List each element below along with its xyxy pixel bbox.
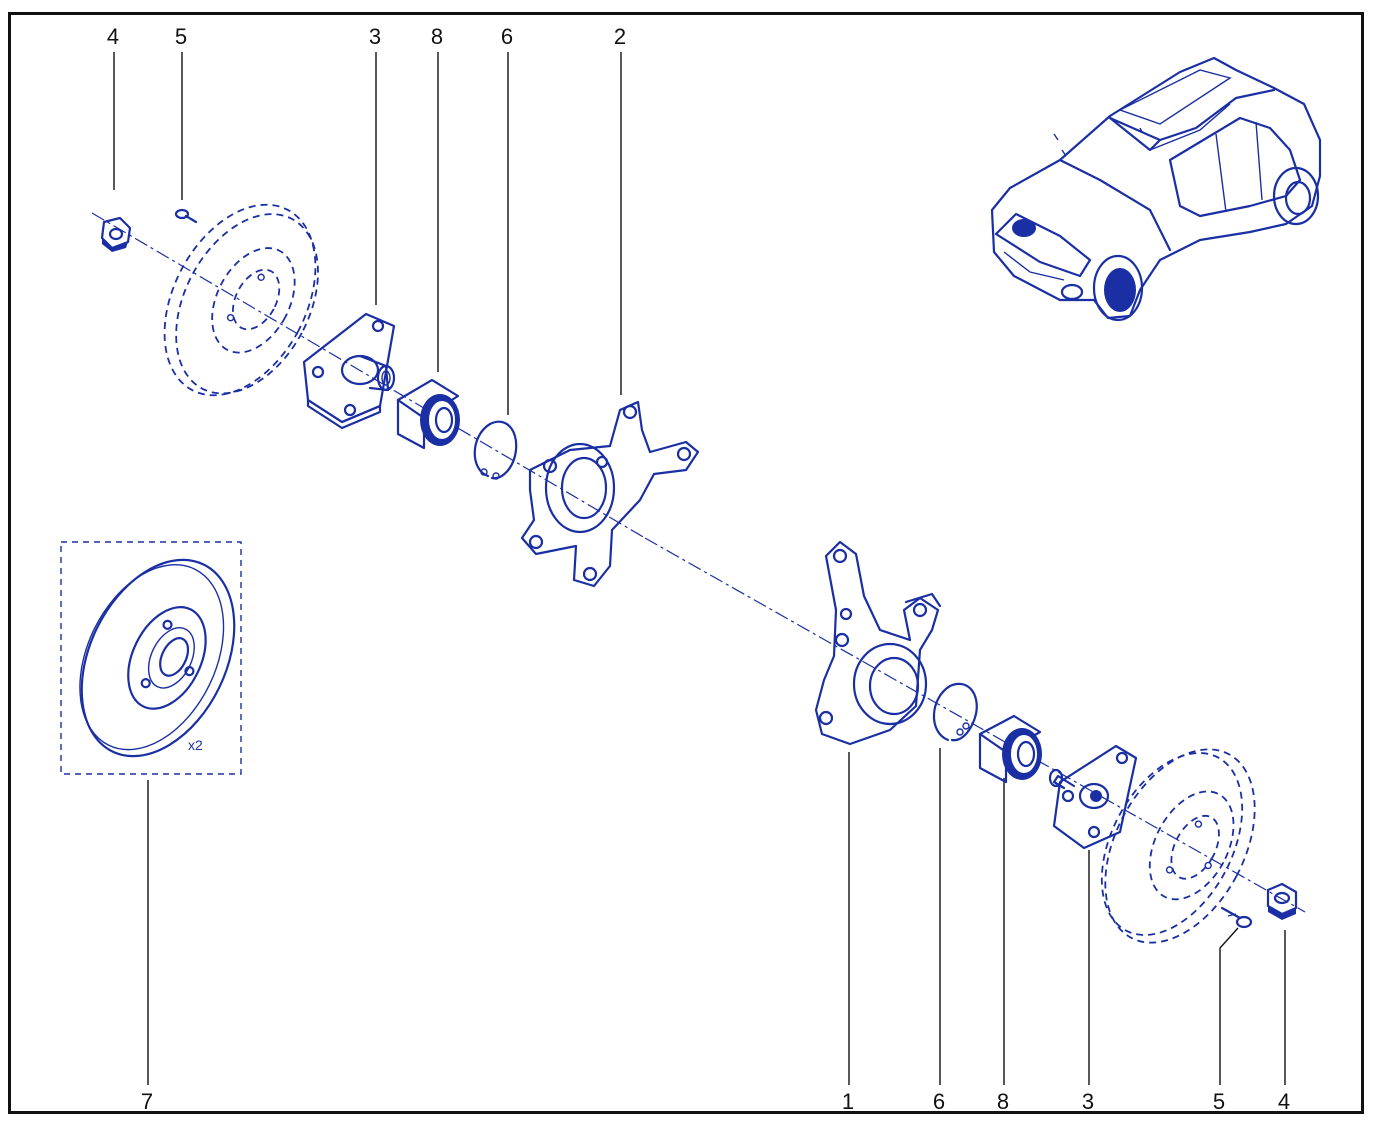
wheel-hub-icon bbox=[1048, 744, 1138, 850]
callout-top-2: 2 bbox=[614, 24, 626, 395]
callout-top-4: 4 bbox=[107, 24, 119, 190]
brake-disc-kit: x2 bbox=[60, 541, 242, 775]
callout-bottom-6: 6 bbox=[933, 748, 945, 1114]
svg-text:5: 5 bbox=[1213, 1089, 1225, 1114]
wheel-bearing-icon bbox=[396, 378, 460, 450]
svg-text:7: 7 bbox=[141, 1089, 153, 1114]
diagram-frame bbox=[8, 12, 1364, 1114]
callout-bottom-3: 3 bbox=[1082, 850, 1094, 1114]
disc-screw-icon bbox=[174, 208, 198, 224]
wheel-hub-icon bbox=[302, 312, 396, 430]
vehicle-illustration-icon bbox=[990, 56, 1322, 322]
hub-nut-icon bbox=[100, 216, 132, 252]
circlip-icon bbox=[473, 420, 518, 480]
svg-text:8: 8 bbox=[997, 1089, 1009, 1114]
brake-disc-icon bbox=[1100, 748, 1256, 944]
svg-text:1: 1 bbox=[842, 1089, 854, 1114]
kit-quantity-label: x2 bbox=[188, 737, 203, 753]
svg-text:4: 4 bbox=[107, 24, 119, 49]
svg-text:3: 3 bbox=[369, 24, 381, 49]
svg-text:6: 6 bbox=[501, 24, 513, 49]
callout-top-8: 8 bbox=[431, 24, 443, 372]
callout-bottom-4: 4 bbox=[1278, 930, 1290, 1114]
brake-disc-icon bbox=[163, 203, 319, 397]
callout-top-3: 3 bbox=[369, 24, 381, 305]
svg-text:8: 8 bbox=[431, 24, 443, 49]
brake-disc-kit-icon bbox=[79, 558, 236, 758]
svg-text:3: 3 bbox=[1082, 1089, 1094, 1114]
circlip-icon bbox=[932, 682, 978, 742]
svg-text:2: 2 bbox=[614, 24, 626, 49]
disc-screw-icon bbox=[1220, 906, 1253, 929]
svg-text:6: 6 bbox=[933, 1089, 945, 1114]
callout-bottom-7: 7 bbox=[141, 780, 153, 1114]
svg-text:4: 4 bbox=[1278, 1089, 1290, 1114]
callout-top-5: 5 bbox=[175, 24, 187, 200]
steering-knuckle-icon bbox=[520, 400, 700, 588]
callout-bottom-8: 8 bbox=[997, 778, 1009, 1114]
steering-knuckle-icon bbox=[814, 540, 942, 746]
svg-text:5: 5 bbox=[175, 24, 187, 49]
callout-bottom-5: 5 bbox=[1213, 927, 1239, 1114]
hub-nut-icon bbox=[1266, 882, 1298, 920]
wheel-bearing-icon bbox=[978, 714, 1042, 784]
assembly-axis bbox=[91, 212, 1306, 913]
callout-bottom-1: 1 bbox=[842, 752, 854, 1114]
callout-top-6: 6 bbox=[501, 24, 513, 415]
